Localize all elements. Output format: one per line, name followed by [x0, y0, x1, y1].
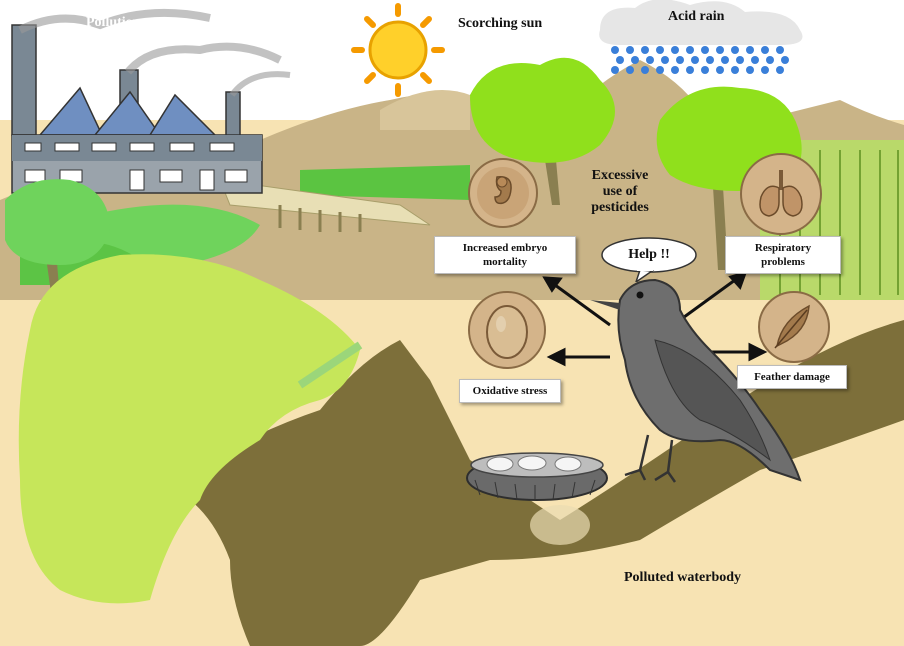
egg-icon: [468, 291, 546, 369]
tree-center: [470, 57, 615, 205]
feather-damage-box: Feather damage: [737, 365, 847, 389]
respiratory-problems-box: Respiratory problems: [725, 236, 841, 274]
tree-branch: [190, 320, 904, 646]
acid-rain-label: Acid rain: [668, 9, 725, 24]
embryo-icon: [468, 158, 538, 228]
pesticides-label: Excessive use of pesticides: [591, 168, 649, 216]
feather-damage-text: Feather damage: [754, 370, 830, 383]
nest-icon: [466, 452, 608, 501]
help-speech-bubble: Help !!: [600, 236, 698, 282]
pollution-label: Pollution: [86, 15, 141, 30]
effect-arrows: [542, 270, 768, 367]
speech-bubble-shape: [601, 237, 697, 282]
lungs-icon: [740, 153, 822, 235]
feather-icon: [758, 291, 830, 363]
tree-foliage: [18, 254, 360, 604]
oxidative-stress-box: Oxidative stress: [459, 379, 561, 403]
polluted-waterbody-label: Polluted waterbody: [624, 570, 742, 585]
embryo-mortality-box: Increased embryo mortality: [434, 236, 576, 274]
sun-icon: [351, 3, 445, 97]
help-text: Help !!: [628, 247, 670, 262]
oxidative-stress-text: Oxidative stress: [472, 384, 548, 397]
scorching-sun-label: Scorching sun: [458, 16, 543, 31]
rain-cloud-icon: [599, 0, 803, 74]
factory-icon: [11, 8, 291, 194]
bird-icon: [590, 278, 802, 483]
respiratory-problems-text: Respiratory problems: [754, 241, 812, 268]
embryo-mortality-text: Increased embryo mortality: [462, 241, 548, 268]
